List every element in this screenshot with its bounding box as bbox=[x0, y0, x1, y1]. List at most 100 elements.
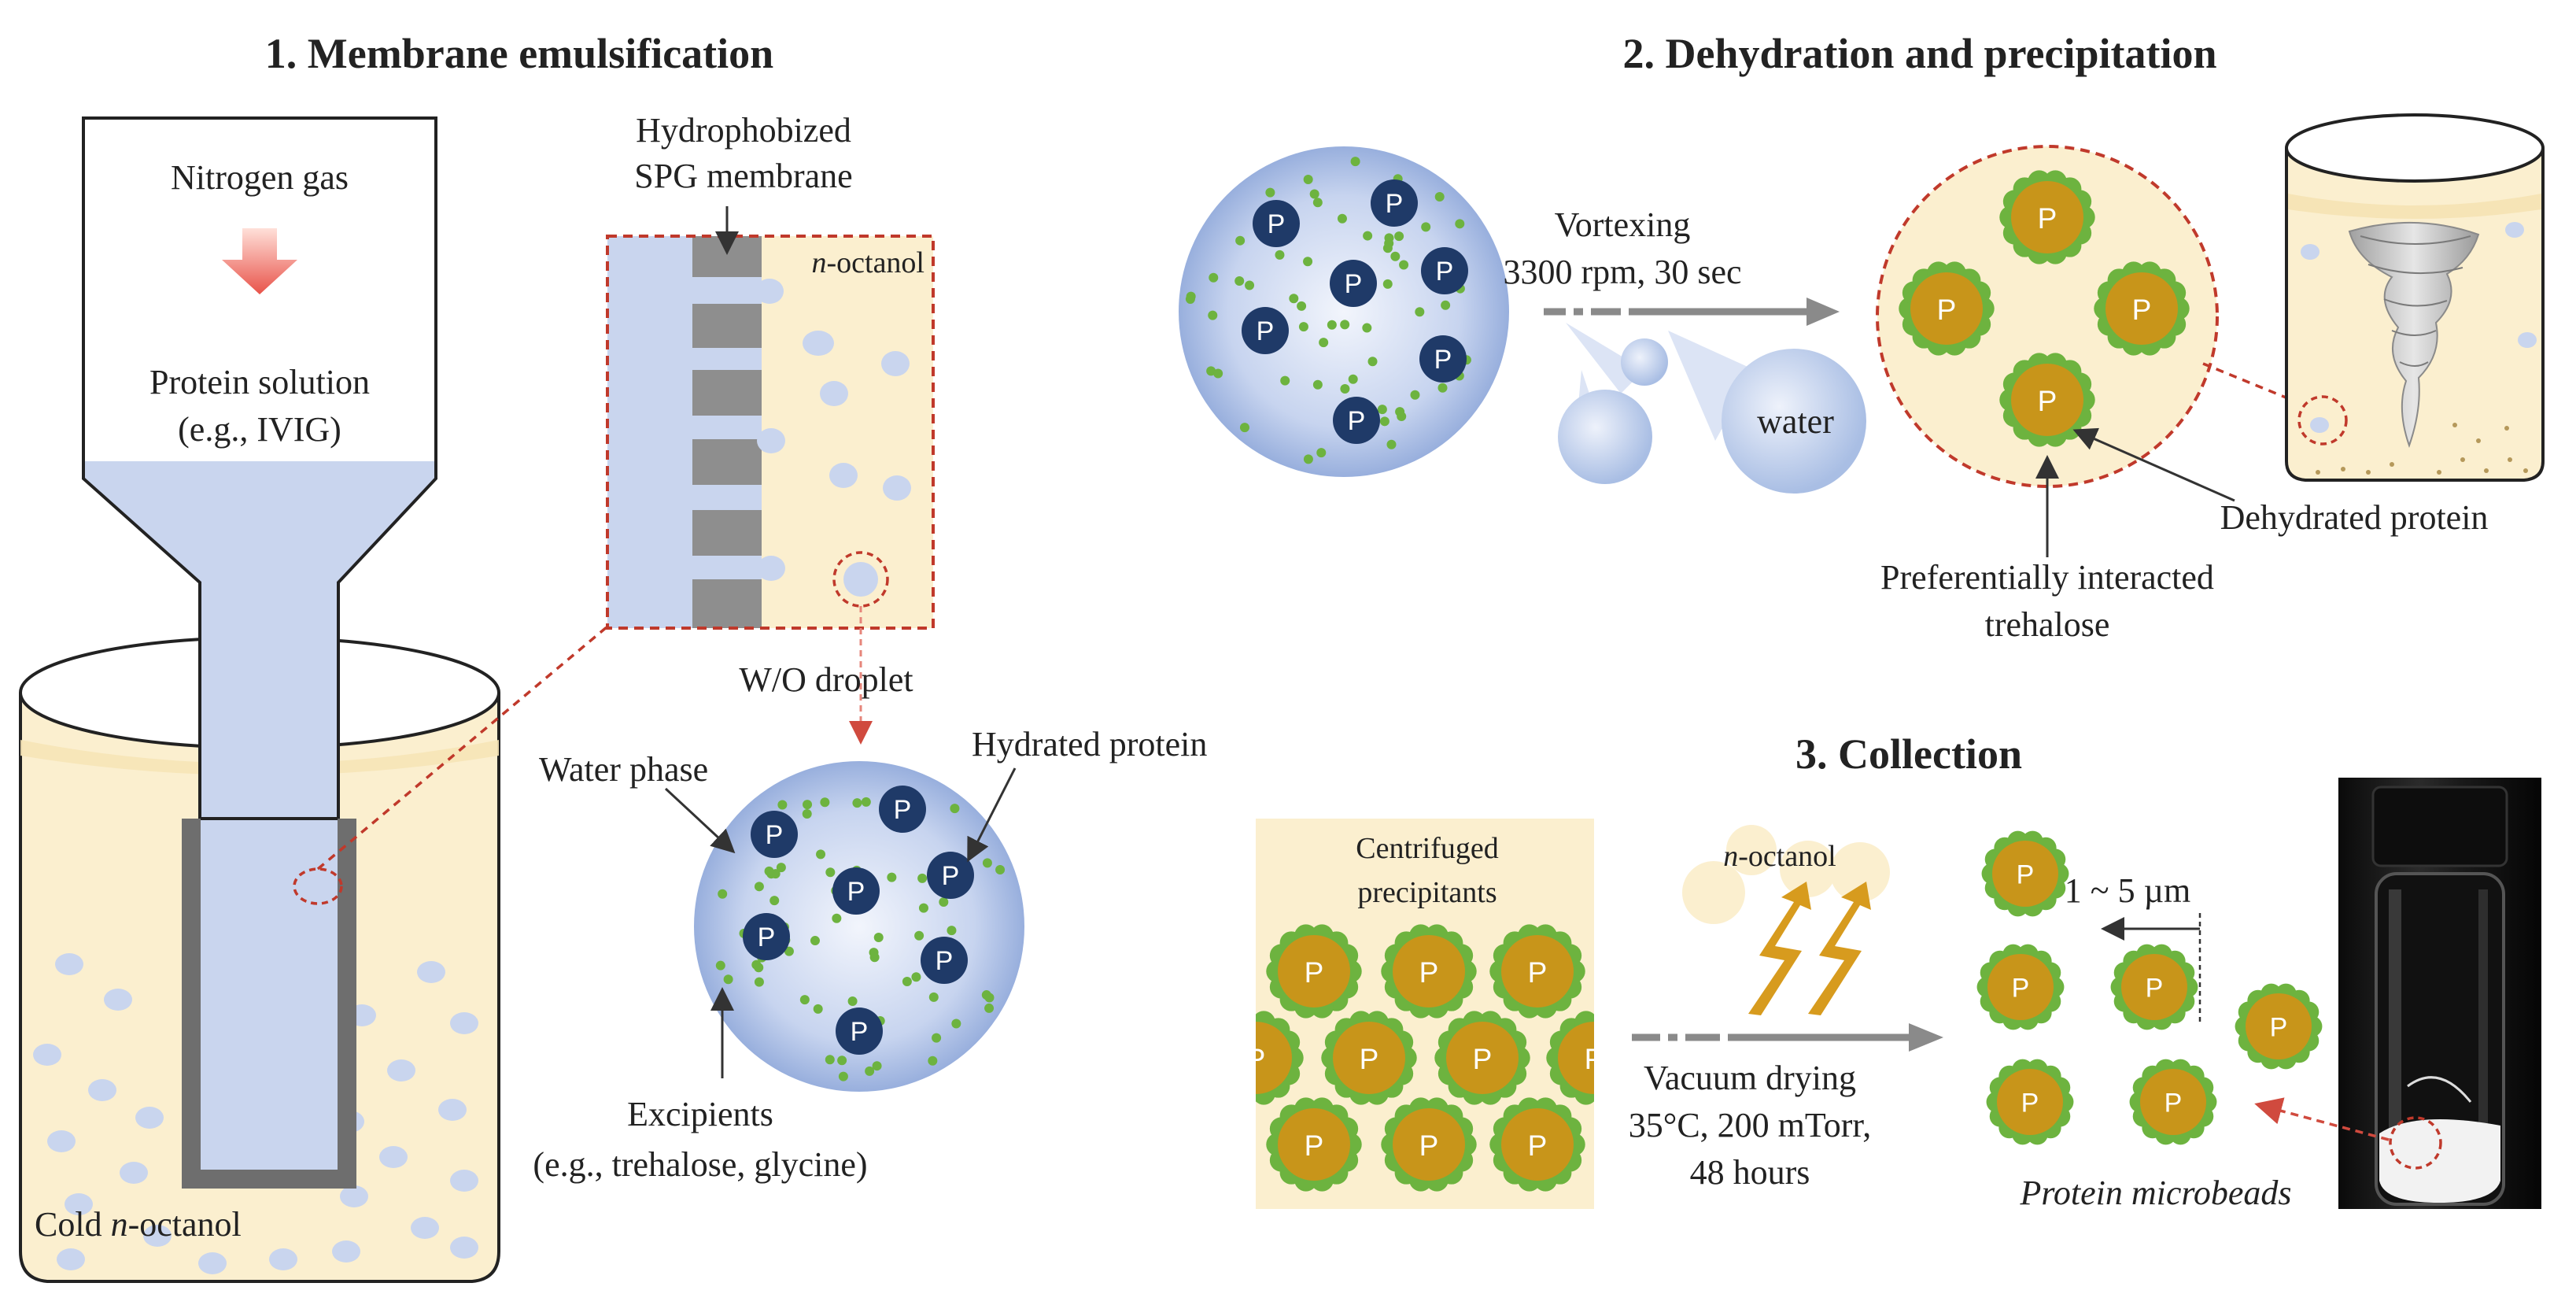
protein-symbol: P bbox=[1257, 316, 1275, 346]
protein-symbol: P bbox=[1246, 1043, 1266, 1075]
protein-molecule: P bbox=[879, 786, 926, 833]
protein-symbol: P bbox=[2017, 860, 2035, 890]
wo-droplet-label: W/O droplet bbox=[739, 660, 913, 699]
excipient-dot bbox=[984, 1003, 995, 1013]
excipient-dot bbox=[1309, 189, 1319, 199]
protein-symbol: P bbox=[2165, 1089, 2183, 1118]
excipient-dot bbox=[951, 1019, 961, 1029]
protein-molecule: P bbox=[832, 867, 880, 915]
excipient-dot bbox=[1327, 320, 1337, 330]
vortex-beaker bbox=[2285, 113, 2545, 482]
protein-bead: P bbox=[1321, 1011, 1417, 1105]
oil-surface bbox=[20, 740, 499, 775]
protein-symbol: P bbox=[936, 946, 954, 976]
vial-photo bbox=[2338, 778, 2541, 1209]
protein-bead: P bbox=[1489, 924, 1585, 1019]
excipient-dot bbox=[825, 867, 836, 878]
excipient-dot bbox=[861, 797, 871, 807]
protein-bead: P bbox=[1434, 1011, 1530, 1105]
excipient-dot bbox=[1348, 374, 1358, 384]
excipient-dot bbox=[802, 808, 812, 819]
protein-molecule: P bbox=[1371, 179, 1418, 227]
excipient-dot bbox=[1185, 294, 1195, 304]
excipient-dot bbox=[715, 960, 725, 970]
excipient-dot bbox=[803, 800, 813, 810]
excipient-dot bbox=[799, 995, 810, 1005]
water-label: water bbox=[1757, 402, 1834, 441]
excipient-dot bbox=[1245, 280, 1255, 290]
excipient-dot bbox=[1208, 310, 1218, 320]
panel1-title: 1. Membrane emulsification bbox=[265, 30, 773, 77]
zoom-line bbox=[316, 625, 609, 871]
excipient-dot bbox=[784, 946, 794, 956]
excipient-dot bbox=[1265, 187, 1275, 198]
protein-bead: P bbox=[1489, 1097, 1585, 1192]
protein-bead: P bbox=[1381, 924, 1477, 1019]
zoom-circle-membrane bbox=[293, 867, 343, 905]
protein-symbol: P bbox=[1348, 406, 1366, 436]
excipient-dot bbox=[852, 798, 862, 808]
excipient-dot bbox=[1441, 300, 1451, 310]
protein-bead: P bbox=[2110, 944, 2198, 1030]
excipient-dot bbox=[1289, 294, 1299, 304]
dehydrated-circle bbox=[1876, 145, 2219, 488]
excipient-dot bbox=[1303, 454, 1313, 464]
excipient-dot bbox=[869, 948, 879, 958]
excipient-dot bbox=[950, 804, 960, 814]
protein-molecule: P bbox=[927, 852, 974, 899]
protein-bead: P bbox=[2129, 1059, 2217, 1145]
protein-symbol: P bbox=[2270, 1013, 2288, 1043]
protein-symbol: P bbox=[2146, 974, 2164, 1004]
protein-bead: P bbox=[2094, 261, 2190, 356]
excipient-dot bbox=[1386, 439, 1397, 449]
hydrated-protein-label: Hydrated protein bbox=[972, 725, 1207, 763]
excipient-dot bbox=[887, 872, 897, 882]
excipient-dot bbox=[947, 926, 957, 936]
protein-symbol: P bbox=[1268, 209, 1286, 239]
protein-symbol: P bbox=[1345, 269, 1363, 299]
excipient-dot bbox=[1384, 238, 1394, 249]
excipient-dot bbox=[777, 800, 788, 810]
centrifuged-label: Centrifuged bbox=[1356, 832, 1499, 865]
protein-symbol: P bbox=[758, 922, 776, 952]
excipient-dot bbox=[1298, 322, 1308, 332]
excipient-dot bbox=[1437, 383, 1448, 393]
excipient-dots-2 bbox=[1185, 157, 1471, 464]
excipient-dot bbox=[865, 1066, 875, 1076]
protein-bead: P bbox=[1899, 261, 1995, 356]
cold-octanol-label: Cold n-octanol bbox=[35, 1205, 242, 1244]
protein-bead: P bbox=[1976, 944, 2065, 1030]
protein-symbol: P bbox=[851, 1017, 869, 1047]
excipient-dot bbox=[1362, 323, 1372, 333]
excipient-dot bbox=[1397, 411, 1407, 421]
protein-molecule: P bbox=[751, 811, 798, 858]
protein-symbol: P bbox=[1937, 294, 1957, 326]
protein-symbol: P bbox=[766, 820, 784, 850]
centrifuged-label-2: precipitants bbox=[1357, 876, 1497, 909]
excipient-dot bbox=[902, 976, 912, 986]
protein-bead: P bbox=[2235, 983, 2323, 1070]
protein-bead: P bbox=[1266, 924, 1362, 1019]
excipient-dot bbox=[1340, 320, 1350, 330]
membrane-pores bbox=[692, 236, 762, 628]
excipient-dot bbox=[1209, 272, 1219, 283]
excipient-dot bbox=[754, 963, 764, 973]
protein-molecule: P bbox=[836, 1007, 883, 1055]
excipient-dot bbox=[939, 897, 949, 907]
protein-symbol: P bbox=[2021, 1089, 2039, 1118]
vortex-conditions: 3300 rpm, 30 sec bbox=[1503, 253, 1741, 291]
excipient-dot bbox=[1303, 174, 1313, 184]
water-droplets bbox=[1558, 323, 1866, 494]
inset-frame bbox=[606, 235, 935, 630]
gas-down-arrow bbox=[222, 228, 297, 294]
water-phase-pointer bbox=[664, 787, 736, 854]
excipient-dot bbox=[1390, 251, 1401, 261]
excipient-dot bbox=[1297, 301, 1307, 311]
excipient-dot bbox=[1235, 235, 1246, 246]
excipient-dot bbox=[917, 873, 928, 883]
protein-bead: P bbox=[1981, 830, 2069, 917]
